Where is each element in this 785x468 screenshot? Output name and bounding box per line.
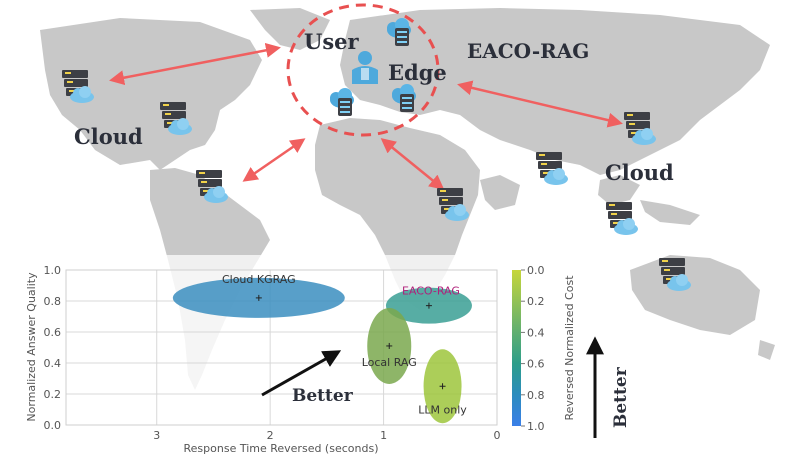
x-tick-label: 1	[380, 429, 387, 442]
y-tick-label: 0.4	[44, 357, 62, 370]
x-tick-label: 0	[494, 429, 501, 442]
connection-arrows	[109, 42, 623, 190]
colorbar-tick-label: 0.8	[527, 389, 545, 402]
method-label: Cloud KGRAG	[222, 273, 296, 286]
colorbar-tick-label: 0.4	[527, 326, 545, 339]
x-tick-label: 2	[267, 429, 274, 442]
edge-icons	[330, 18, 416, 116]
better-diagonal-label: Better	[292, 386, 354, 406]
y-tick-label: 0.6	[44, 326, 62, 339]
colorbar-tick-label: 1.0	[527, 420, 545, 433]
y-axis-label: Normalized Answer Quality	[25, 272, 38, 422]
method-ellipses: Cloud KGRAG EACO-RAG Local RAG LLM only	[172, 273, 472, 424]
cloud-label-right: Cloud	[605, 160, 674, 185]
method-label: Local RAG	[362, 356, 417, 369]
cloud-label-left: Cloud	[74, 124, 143, 149]
edge-label: Edge	[388, 60, 447, 85]
colorbar-tick-label: 0.6	[527, 358, 545, 371]
y-ticks: 0.0 0.2 0.4 0.6 0.8 1.0	[44, 264, 62, 432]
colorbar	[512, 270, 521, 426]
colorbar-tick-label: 0.2	[527, 295, 545, 308]
x-axis-label: Response Time Reversed (seconds)	[184, 442, 379, 455]
edge-region-circle	[286, 3, 440, 137]
colorbar-ticks: 0.0 0.2 0.4 0.6 0.8 1.0	[521, 264, 545, 433]
y-tick-label: 0.8	[44, 295, 62, 308]
x-ticks: 3 2 1 0	[153, 429, 500, 442]
y-tick-label: 0.0	[44, 419, 62, 432]
colorbar-label: Reversed Normalized Cost	[563, 275, 576, 421]
colorbar-tick-label: 0.0	[527, 264, 545, 277]
quality-latency-chart: 0.0 0.2 0.4 0.6 0.8 1.0 3 2 1 0 Cloud KGRAG EACO-…	[25, 264, 576, 455]
system-label: EACO-RAG	[467, 39, 589, 63]
x-tick-label: 3	[153, 429, 160, 442]
y-tick-label: 0.2	[44, 388, 62, 401]
user-icon	[352, 51, 378, 84]
user-label: User	[304, 29, 359, 54]
server-cloud-icon	[606, 202, 638, 235]
method-label: LLM only	[418, 403, 467, 416]
edge-server-icon	[330, 88, 354, 116]
better-diagonal-arrow	[261, 350, 342, 397]
y-tick-label: 1.0	[44, 264, 62, 277]
better-vertical-label: Better	[611, 366, 631, 428]
method-label: EACO-RAG	[402, 285, 460, 298]
